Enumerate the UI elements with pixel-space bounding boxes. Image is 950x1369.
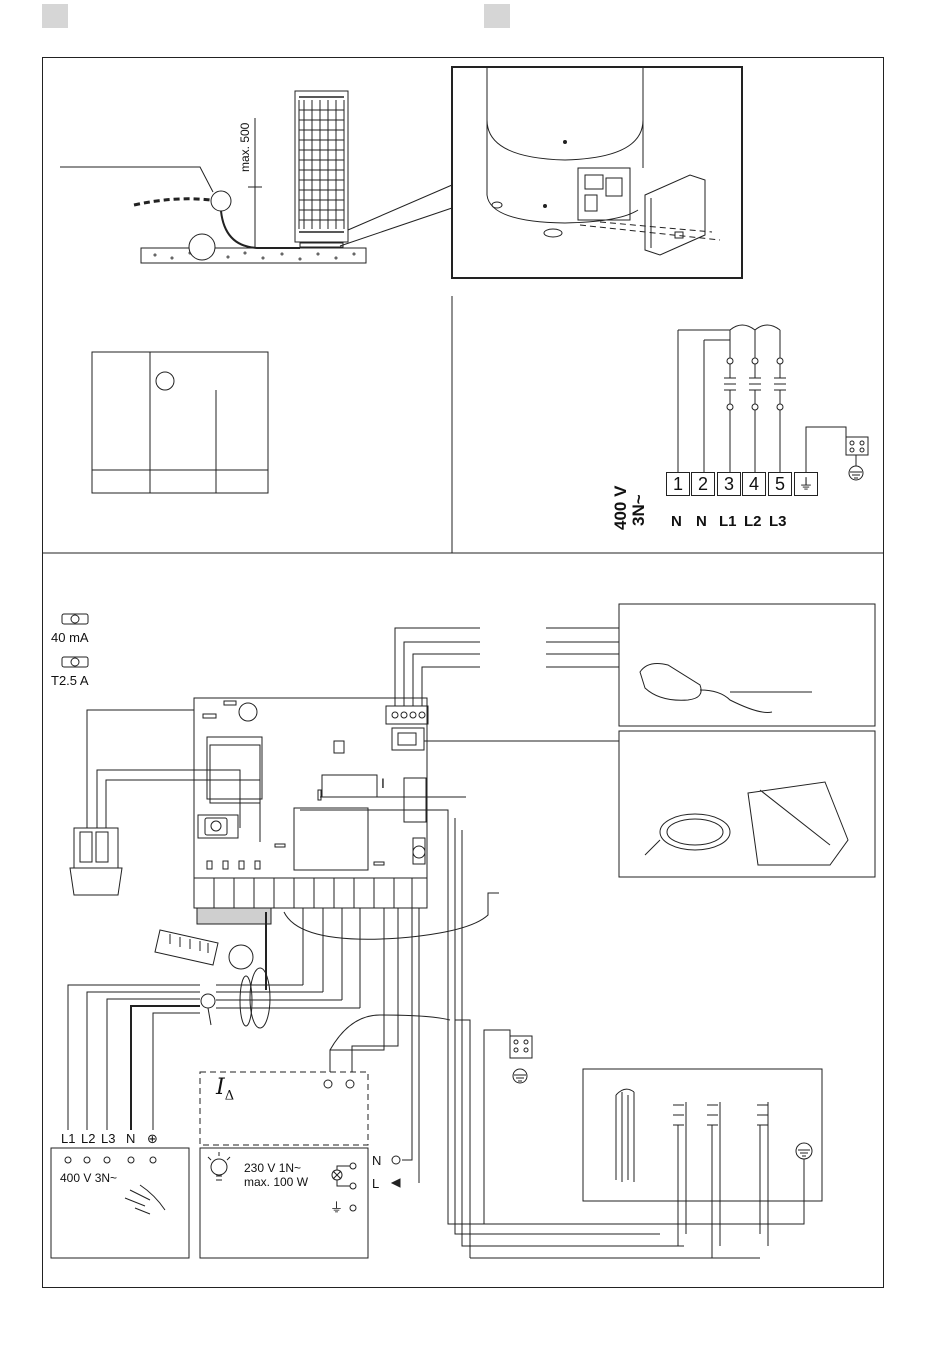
terminal-5: 5 [768, 472, 792, 496]
page-tab-right [484, 4, 510, 28]
terminal-3: 3 [717, 472, 741, 496]
supply-terminal-l1: L1 [61, 1132, 75, 1146]
lamp-spec-line2: max. 100 W [244, 1175, 308, 1189]
terminal-3-label: L1 [719, 515, 737, 529]
supply-voltage-label: 400 V 3N~ [60, 1171, 117, 1185]
earth-icon: ⏚ [798, 476, 813, 493]
terminal-3-number: 3 [724, 474, 734, 494]
rcd-subscript: Δ [225, 1088, 234, 1103]
terminal-earth: ⏚ [794, 472, 818, 496]
voltage-label: 400 V [614, 486, 628, 530]
board-marker: I [381, 776, 385, 790]
terminal-5-label: L3 [769, 515, 787, 529]
terminal-4-number: 4 [749, 474, 759, 494]
fuse-2-rating: T2.5 A [51, 674, 89, 688]
terminal-1: 1 [666, 472, 690, 496]
terminal-4-label: L2 [744, 515, 762, 529]
terminal-1-number: 1 [673, 474, 683, 494]
lamp-earth-icon: ⏚ [330, 1201, 343, 1215]
supply-terminal-earth: ⊕ [147, 1132, 158, 1146]
supply-terminal-l3: L3 [101, 1132, 115, 1146]
clearance-dimension-label: max. 500 [238, 123, 252, 172]
rcd-symbol: I [216, 1075, 225, 1100]
terminal-4: 4 [742, 472, 766, 496]
supply-terminal-l2: L2 [81, 1132, 95, 1146]
terminal-2: 2 [691, 472, 715, 496]
terminal-5-number: 5 [775, 474, 785, 494]
phase-label: 3N~ [632, 494, 646, 526]
diagram-frame [42, 57, 884, 1288]
page-tab-left [42, 4, 68, 28]
lamp-terminal-l: L [372, 1177, 379, 1191]
fuse-1-rating: 40 mA [51, 631, 89, 645]
rcd-label: IΔ [216, 1076, 234, 1108]
lamp-spec-line1: 230 V 1N~ [244, 1161, 301, 1175]
terminal-2-number: 2 [698, 474, 708, 494]
supply-terminal-n: N [126, 1132, 135, 1146]
terminal-1-label: N [671, 515, 682, 529]
terminal-2-label: N [696, 515, 707, 529]
lamp-terminal-n: N [372, 1154, 381, 1168]
